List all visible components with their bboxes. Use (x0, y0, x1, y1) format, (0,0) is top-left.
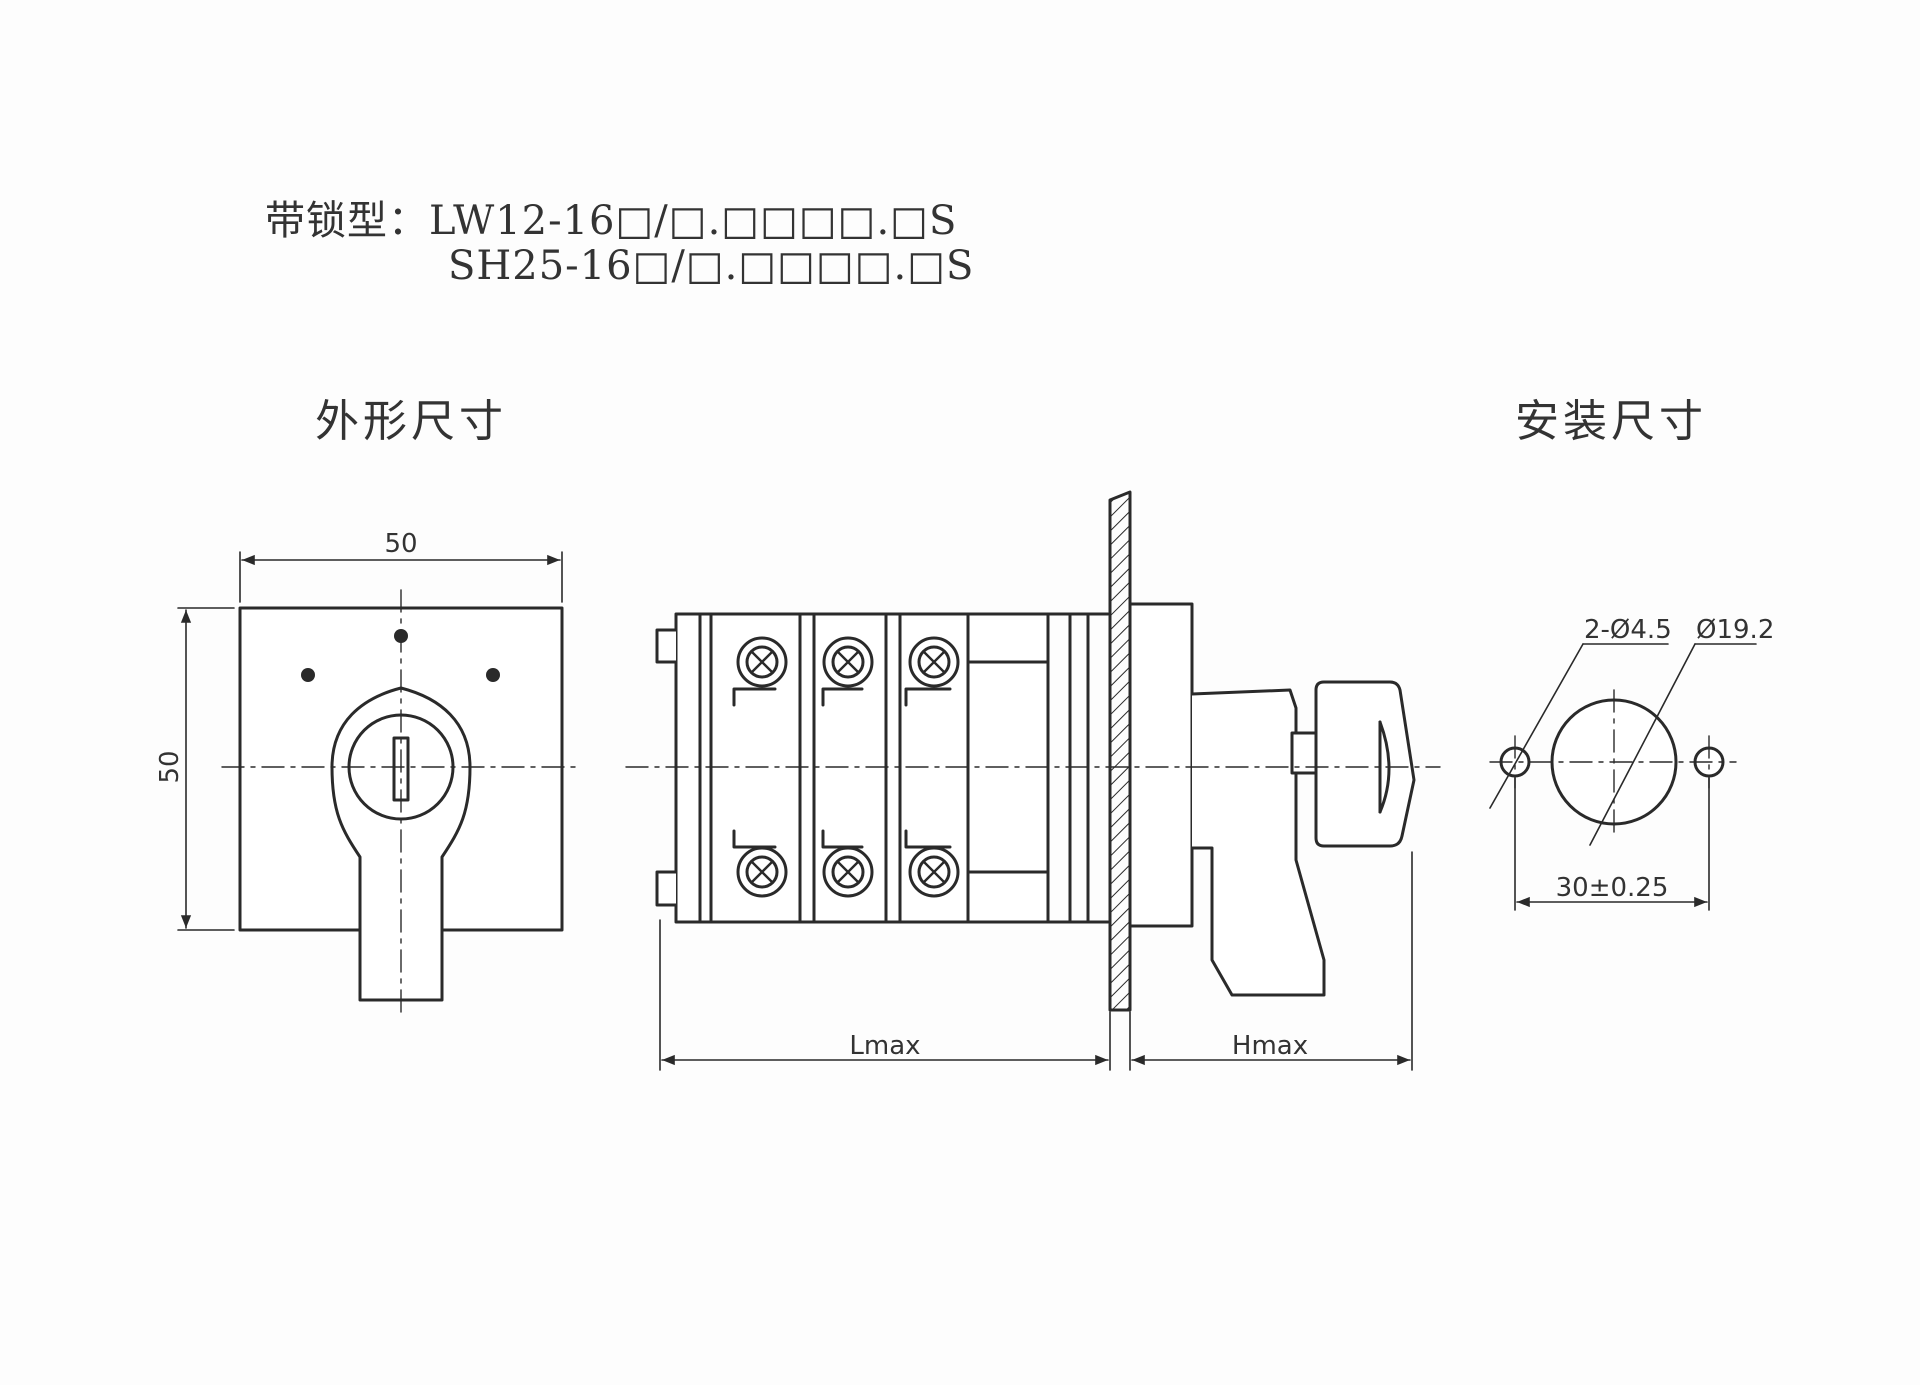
side-view (625, 490, 1441, 1071)
terminal-screws (736, 636, 960, 898)
outline-dimensions-title: 外形尺寸 (315, 396, 507, 447)
mounting-view (1489, 643, 1757, 911)
hmax-label: Hmax (1232, 1031, 1308, 1061)
mounting-panel (1108, 490, 1132, 1012)
front-width-label: 50 (384, 529, 417, 559)
hole-spacing-label: 30±0.25 (1556, 873, 1669, 903)
model-line-2: SH25-16□/□.□□□□.□S (448, 243, 975, 289)
center-hole-label: Ø19.2 (1696, 615, 1774, 645)
mounting-dimensions-title: 安装尺寸 (1515, 396, 1707, 447)
mounting-holes-label: 2-Ø4.5 (1584, 615, 1672, 645)
model-line-1: 带锁型：LW12-16□/□.□□□□.□S (265, 198, 958, 244)
front-view (177, 551, 583, 1013)
position-dot-right (486, 668, 500, 682)
position-dot-left (301, 668, 315, 682)
lock-key (1314, 680, 1416, 848)
contact-body (674, 612, 970, 924)
front-height-label: 50 (155, 750, 185, 783)
lmax-label: Lmax (849, 1031, 920, 1061)
